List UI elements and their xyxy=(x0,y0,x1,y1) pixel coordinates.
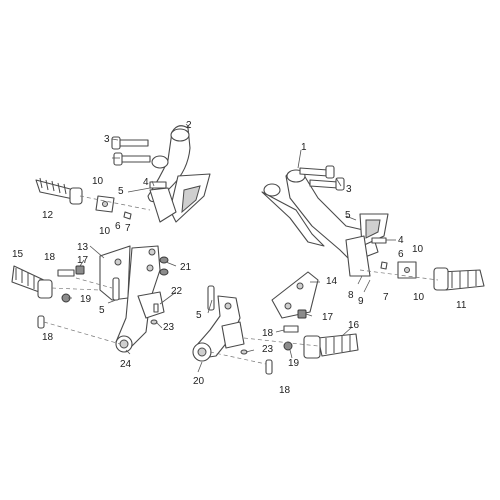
hanger-left-upper xyxy=(147,125,211,223)
callout-18-d: 18 xyxy=(279,385,291,396)
callout-10-b: 10 xyxy=(99,226,111,237)
spring-7-left xyxy=(123,211,132,220)
bolt-17-left xyxy=(75,265,85,275)
hanger-right-upper xyxy=(261,169,389,277)
callout-11: 11 xyxy=(456,300,467,311)
callout-13: 13 xyxy=(77,242,89,253)
bolt-4-right xyxy=(371,237,387,244)
callout-7-left: 7 xyxy=(125,223,131,234)
footpeg-left-upper xyxy=(35,177,83,205)
callout-21: 21 xyxy=(180,262,192,273)
callout-5-d: 5 xyxy=(196,310,202,321)
callout-10-c: 10 xyxy=(412,244,424,255)
callout-23-left: 23 xyxy=(163,322,175,333)
callout-22: 22 xyxy=(171,286,183,297)
callout-18-c: 18 xyxy=(262,328,274,339)
pin-18-left-lower xyxy=(37,315,45,329)
bracket-10-left xyxy=(95,195,115,213)
pin-18-right-lower xyxy=(265,359,273,375)
callout-17-right: 17 xyxy=(322,312,334,323)
pin-18-left-upper xyxy=(57,269,75,277)
callout-3-a: 3 xyxy=(104,134,110,145)
callout-15: 15 xyxy=(12,249,24,260)
screw-22 xyxy=(153,303,159,313)
bolts-21 xyxy=(159,256,169,276)
bolt-17-right xyxy=(297,309,307,319)
spring-19-right xyxy=(283,341,293,351)
callout-4-right: 4 xyxy=(398,235,404,246)
leader-lines xyxy=(68,123,396,373)
bracket-10-right xyxy=(397,261,417,279)
callout-14: 14 xyxy=(326,276,338,287)
callout-6-left: 6 xyxy=(115,221,121,232)
callout-5-b: 5 xyxy=(345,210,351,221)
footpeg-right-11 xyxy=(433,267,485,291)
callout-19-left: 19 xyxy=(80,294,92,305)
callout-6-right: 6 xyxy=(398,249,404,260)
footpeg-right-16 xyxy=(303,333,359,359)
callout-23-right: 23 xyxy=(262,344,274,355)
pin-5-right xyxy=(207,285,215,311)
pin-18-right-upper xyxy=(283,325,299,333)
callout-20: 20 xyxy=(193,376,205,387)
callout-labels: 1 2 3 3 4 4 5 5 5 5 6 6 7 7 8 9 10 10 10… xyxy=(12,120,467,396)
callout-3-b: 3 xyxy=(346,184,352,195)
bolts-3-left xyxy=(111,136,169,169)
bolt-5-left-upper xyxy=(149,181,167,189)
callout-7-right: 7 xyxy=(383,292,389,303)
callout-5-a: 5 xyxy=(118,186,124,197)
callout-1: 1 xyxy=(301,142,307,153)
callout-12: 12 xyxy=(42,210,54,221)
callout-18-b: 18 xyxy=(42,332,54,343)
callout-4-left: 4 xyxy=(143,177,149,188)
assembly-axes xyxy=(43,195,439,365)
heel-plate-13 xyxy=(99,245,131,301)
callout-16: 16 xyxy=(348,320,360,331)
heel-plate-14 xyxy=(271,271,319,319)
callout-19-right: 19 xyxy=(288,358,300,369)
callout-10-a: 10 xyxy=(92,176,104,187)
footrest-bracket-20 xyxy=(192,295,245,362)
callout-2: 2 xyxy=(186,120,192,131)
callout-18-a: 18 xyxy=(44,252,56,263)
callout-24: 24 xyxy=(120,359,132,370)
callout-17-left: 17 xyxy=(77,255,89,266)
footpeg-left-lower xyxy=(11,265,53,299)
pin-5-left xyxy=(112,277,120,301)
callout-5-c: 5 xyxy=(99,305,105,316)
spring-7-right xyxy=(380,261,388,270)
callout-10-d: 10 xyxy=(413,292,425,303)
callout-8: 8 xyxy=(348,290,354,301)
washer-23-left xyxy=(150,319,158,325)
callout-9: 9 xyxy=(358,296,364,307)
